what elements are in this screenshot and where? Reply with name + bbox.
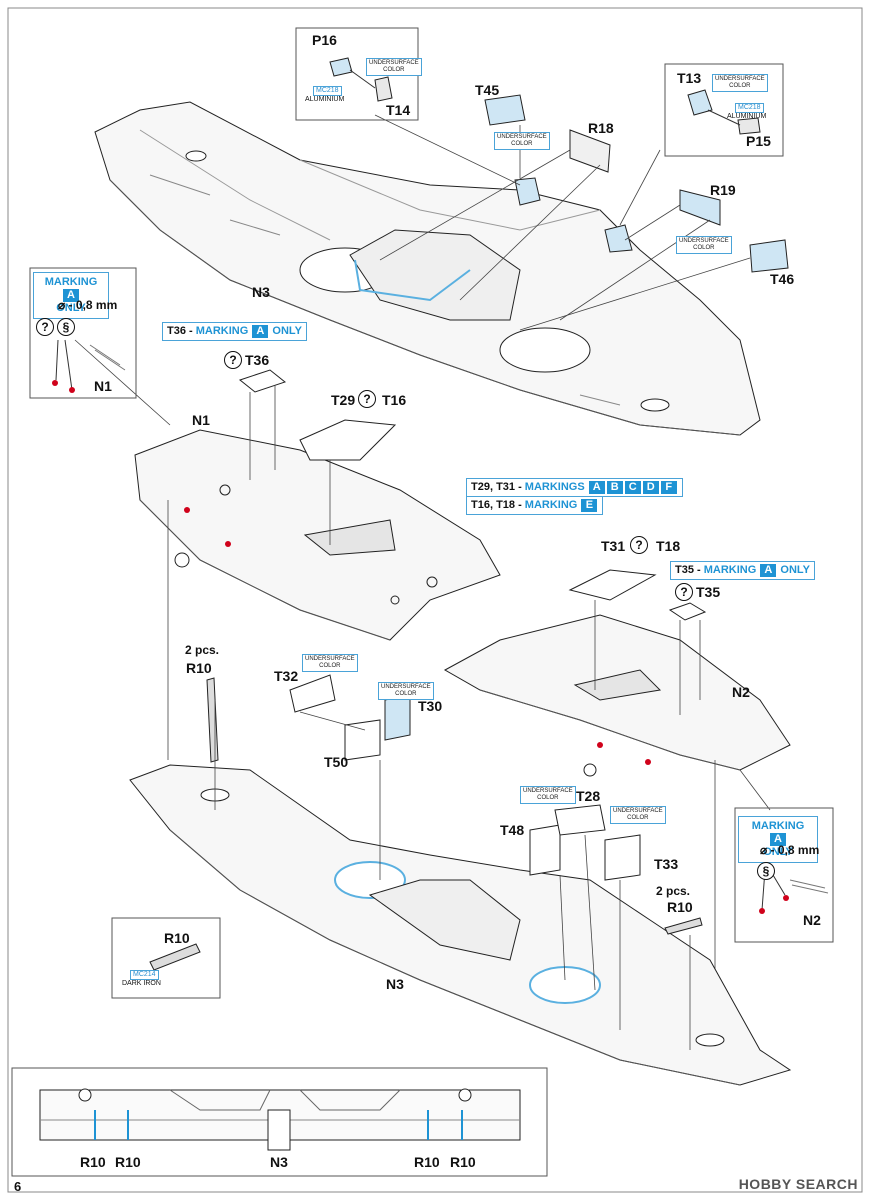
red-dots <box>52 380 789 914</box>
part-T32 <box>289 674 336 713</box>
label-N1: N1 <box>192 412 210 428</box>
part-T45 <box>484 94 526 126</box>
part-T46 <box>749 239 789 273</box>
paint-name-aluminium: ALUMINIUM <box>727 113 767 120</box>
label-T45: T45 <box>475 82 500 98</box>
part-T48 <box>529 824 561 876</box>
paint-code-mc218: MC218 <box>735 103 764 113</box>
label-T31: T31 <box>601 538 626 554</box>
label-T48: T48 <box>500 822 525 838</box>
paint-name-dark-iron: DARK IRON <box>122 980 161 987</box>
marking-note-t35: T35 - MARKING A ONLY <box>670 561 815 580</box>
marking-note-t16: T16, T18 - MARKING E <box>466 496 604 515</box>
label-P16: P16 <box>312 32 337 48</box>
drill-icon: § <box>57 318 75 336</box>
part-R18 <box>569 129 611 173</box>
label-R19: R19 <box>710 182 736 198</box>
part-T30 <box>384 694 411 741</box>
question-icon: ? <box>224 351 242 369</box>
inset-frame-p15 <box>664 63 784 157</box>
inset-frame-n1 <box>29 267 137 399</box>
color-undersurface: UNDERSURFACE COLOR <box>378 682 434 700</box>
part-R10-left <box>206 677 219 763</box>
watermark: HOBBY SEARCH <box>738 1176 858 1192</box>
label-N3-detail: N3 <box>270 1154 288 1170</box>
part-R10-right <box>664 917 703 935</box>
label-R10-right: R10 <box>667 899 693 915</box>
label-T30: T30 <box>418 698 443 714</box>
label-R18: R18 <box>588 120 614 136</box>
part-T29 <box>299 419 397 461</box>
paint-name-aluminium: ALUMINIUM <box>305 96 345 103</box>
marking-note-t36: T36 - MARKING A ONLY <box>162 322 307 341</box>
page-number: 6 <box>14 1179 22 1194</box>
part-T31 <box>568 569 657 601</box>
label-T33: T33 <box>654 856 679 872</box>
label-T35: T35 <box>696 584 721 600</box>
question-icon: ? <box>675 583 693 601</box>
label-T13: T13 <box>677 70 702 86</box>
part-R19 <box>679 189 721 226</box>
label-T46: T46 <box>770 271 795 287</box>
label-R10-detail-2: R10 <box>115 1154 141 1170</box>
label-R10-detail-4: R10 <box>450 1154 476 1170</box>
part-T33 <box>604 834 641 881</box>
label-T16: T16 <box>382 392 407 408</box>
label-T32: T32 <box>274 668 299 684</box>
qty-left: 2 pcs. <box>185 643 220 657</box>
label-N2: N2 <box>732 684 750 700</box>
color-undersurface: UNDERSURFACE COLOR <box>610 806 666 824</box>
marking-box-n2: MARKING A ONLY <box>738 816 818 863</box>
label-N1-inset: N1 <box>94 378 112 394</box>
drill-icon: § <box>757 862 775 880</box>
qty-right: 2 pcs. <box>656 884 691 898</box>
color-undersurface: UNDERSURFACE COLOR <box>676 236 732 254</box>
label-R10-detail-3: R10 <box>414 1154 440 1170</box>
drill-size-n2: ⌀ - 0,8 mm <box>760 843 820 857</box>
drill-size-n1: ⌀ - 0,8 mm <box>58 298 118 312</box>
label-N2-inset: N2 <box>803 912 821 928</box>
question-icon: ? <box>36 318 54 336</box>
label-T36: T36 <box>245 352 270 368</box>
color-undersurface: UNDERSURFACE COLOR <box>494 132 550 150</box>
part-T28 <box>554 804 606 836</box>
part-T35 <box>668 602 707 621</box>
question-icon: ? <box>630 536 648 554</box>
label-R10-detail-1: R10 <box>80 1154 106 1170</box>
label-P15: P15 <box>746 133 771 149</box>
label-T14: T14 <box>386 102 411 118</box>
part-T50 <box>344 719 381 761</box>
label-T29: T29 <box>331 392 356 408</box>
label-R10-left: R10 <box>186 660 212 676</box>
label-T50: T50 <box>324 754 349 770</box>
paint-code-mc218: MC218 <box>313 86 342 96</box>
color-undersurface: UNDERSURFACE COLOR <box>366 58 422 76</box>
paint-code-mc214: MC214 <box>130 970 159 980</box>
label-R10-inset: R10 <box>164 930 190 946</box>
label-T28: T28 <box>576 788 601 804</box>
question-icon: ? <box>358 390 376 408</box>
inset-frame-r10 <box>111 917 221 999</box>
part-T36 <box>238 369 287 393</box>
page-border <box>7 7 863 1193</box>
label-N3-bottom: N3 <box>386 976 404 992</box>
label-T18: T18 <box>656 538 681 554</box>
inset-frame-detail <box>11 1067 548 1177</box>
color-undersurface: UNDERSURFACE COLOR <box>520 786 576 804</box>
label-N3-top: N3 <box>252 284 270 300</box>
inset-frame-n2 <box>734 807 834 943</box>
color-undersurface: UNDERSURFACE COLOR <box>712 74 768 92</box>
marking-box-n1: MARKING A ONLY <box>33 272 109 319</box>
color-undersurface: UNDERSURFACE COLOR <box>302 654 358 672</box>
